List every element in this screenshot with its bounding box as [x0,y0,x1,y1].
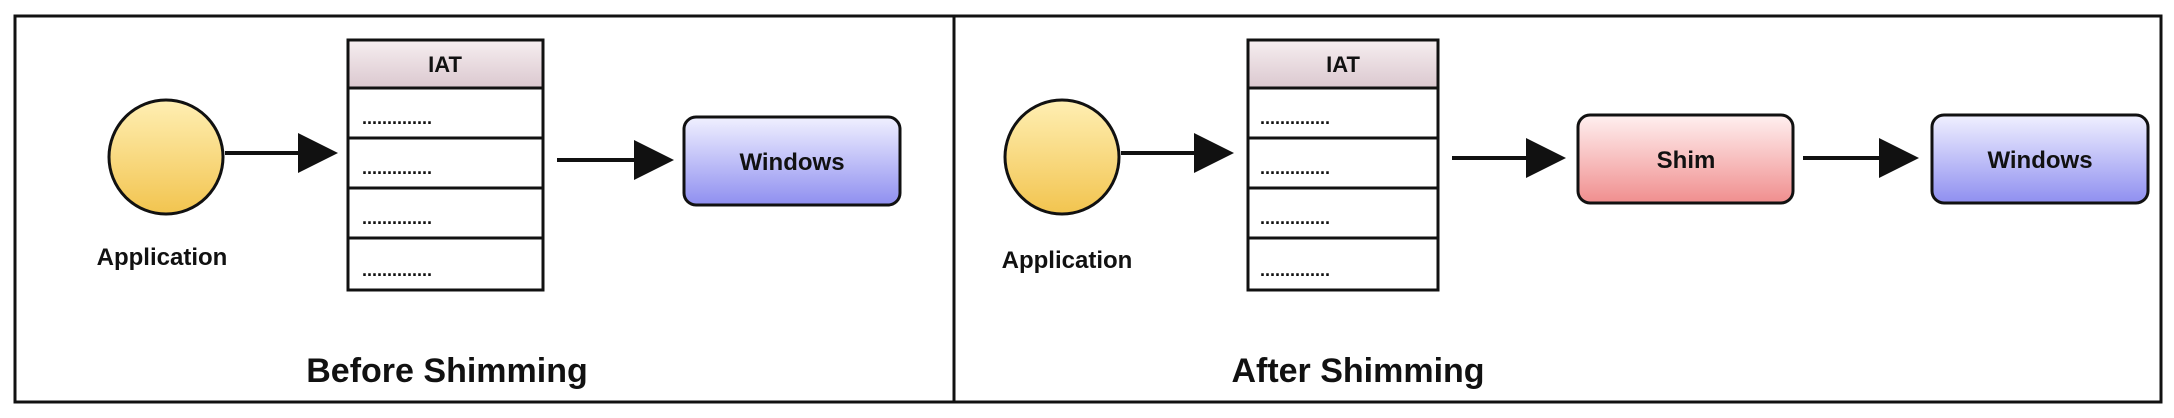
outer-frame [13,14,2163,404]
application-label: Application [97,244,228,271]
iat-header: IAT [1326,52,1360,77]
iat-table: IAT .............. .............. ......… [1246,38,1440,292]
iat-entry: .............. [362,108,432,128]
iat-entry: .............. [362,260,432,280]
iat-row [346,136,545,190]
shim-box [1576,113,1795,205]
iat-header-cell [346,38,545,90]
iat-entry: .............. [1260,158,1330,178]
windows-box [1930,113,2150,205]
iat-entry: .............. [1260,260,1330,280]
iat-row [1246,86,1440,140]
iat-row [1246,186,1440,240]
iat-row [346,236,545,292]
iat-entry: .............. [362,208,432,228]
shim-label: Shim [1657,147,1716,174]
iat-row [346,86,545,140]
windows-label: Windows [739,149,844,176]
iat-row [1246,136,1440,190]
application-circle [1003,98,1121,216]
iat-row [346,186,545,240]
iat-entry: .............. [362,158,432,178]
iat-header-cell [1246,38,1440,90]
iat-entry: .............. [1260,208,1330,228]
caption-after: After Shimming [1231,352,1484,390]
iat-row [1246,236,1440,292]
windows-label: Windows [1987,147,2092,174]
application-label: Application [1002,247,1133,274]
caption-before: Before Shimming [306,352,587,390]
application-circle [107,98,225,216]
windows-box [682,115,902,207]
iat-header: IAT [428,52,462,77]
iat-entry: .............. [1260,108,1330,128]
panel-before: Application IAT .............. .........… [97,38,902,390]
panel-after: Application IAT .............. .........… [1002,38,2150,390]
iat-table: IAT .............. .............. ......… [346,38,545,292]
